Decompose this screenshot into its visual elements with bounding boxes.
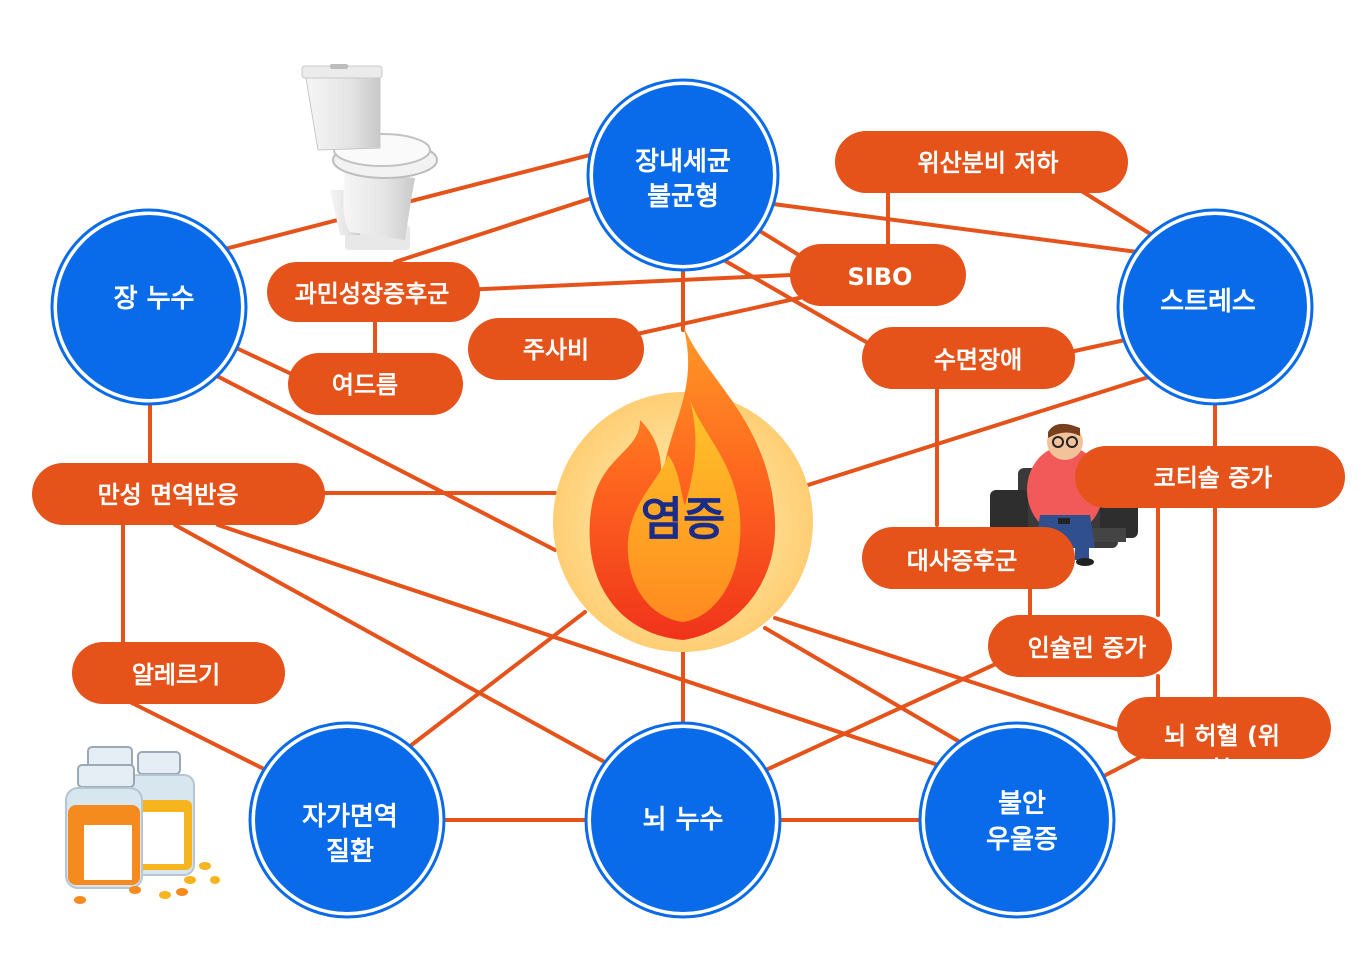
node-leaky-brain: 뇌 누수: [584, 721, 782, 919]
pill-allergy: 알레르기: [72, 642, 285, 704]
edge: [460, 271, 837, 292]
edge: [608, 288, 837, 342]
node-label: 질환: [326, 837, 374, 867]
pill-label: 수면장애: [934, 346, 1022, 374]
pill-label: 뇌 허혈 (위: [1164, 722, 1280, 750]
node-label: 자가면역: [302, 802, 398, 832]
pill-metabolic-syndrome: 대사증후군: [862, 527, 1075, 589]
toilet-illustration: [301, 64, 438, 250]
pill-label: 만성 면역반응: [98, 481, 239, 509]
edge: [128, 700, 272, 774]
pill-bottles-illustration: [65, 746, 220, 904]
pill-brain-ischemia: 뇌 허혈 (위 험: [1117, 697, 1331, 784]
pill-label: 코티솔 증가: [1154, 464, 1273, 492]
edge: [1068, 338, 1127, 354]
node-label: 장 누수: [114, 284, 195, 314]
node-label: 우울증: [986, 825, 1058, 855]
pill-sibo: SIBO: [790, 244, 966, 306]
pill-rosacea: 주사비: [468, 318, 644, 380]
pill-label: 대사증후군: [907, 547, 1017, 575]
node-label: 스트레스: [1160, 287, 1256, 317]
pill-label: 여드름: [332, 371, 398, 399]
pill-ibs: 과민성장증후군: [267, 262, 480, 322]
edge: [393, 196, 594, 264]
node-label: 뇌 누수: [643, 805, 724, 835]
edge: [173, 523, 612, 767]
edge: [713, 253, 882, 352]
node-gut-microbiome: 장내세균 불균형: [586, 78, 780, 272]
node-label: 불균형: [647, 182, 719, 212]
node-stress: 스트레스: [1116, 208, 1314, 406]
center-node: 염증: [553, 325, 813, 652]
edge: [773, 616, 1127, 734]
node-anxiety-depression: 불안 우울증: [918, 721, 1116, 919]
pill-chronic-immune: 만성 면역반응: [32, 463, 325, 525]
edge: [228, 343, 302, 380]
pill-sleep-disorder: 수면장애: [862, 327, 1075, 389]
pill-label: 인슐린 증가: [1028, 634, 1147, 662]
edge: [1078, 188, 1162, 242]
edge: [806, 373, 1157, 487]
pill-label: 주사비: [523, 336, 589, 364]
edge: [763, 626, 967, 747]
pill-label-overflow: 험: [1209, 756, 1231, 784]
center-label: 염증: [641, 492, 726, 546]
edge: [213, 373, 557, 552]
pill-label: SIBO: [848, 263, 913, 291]
node-autoimmune: 자가면역 질환: [248, 721, 446, 919]
edge: [216, 523, 940, 767]
node-label: 불안: [998, 789, 1046, 819]
edge: [403, 610, 587, 752]
connections: [121, 153, 1217, 822]
node-leaky-gut: 장 누수: [50, 208, 248, 406]
edge: [753, 660, 1002, 777]
pill-low-stomach-acid: 위산분비 저하: [835, 131, 1128, 193]
edge: [771, 202, 1162, 257]
node-label: 장내세균: [635, 147, 731, 177]
pill-acne: 여드름: [288, 353, 463, 415]
pill-label: 과민성장증후군: [295, 280, 450, 308]
pill-label: 알레르기: [132, 661, 220, 689]
pill-cortisol-increase: 코티솔 증가: [1075, 446, 1345, 508]
pill-label: 위산분비 저하: [918, 149, 1059, 177]
pill-insulin-increase: 인슐린 증가: [988, 615, 1172, 677]
